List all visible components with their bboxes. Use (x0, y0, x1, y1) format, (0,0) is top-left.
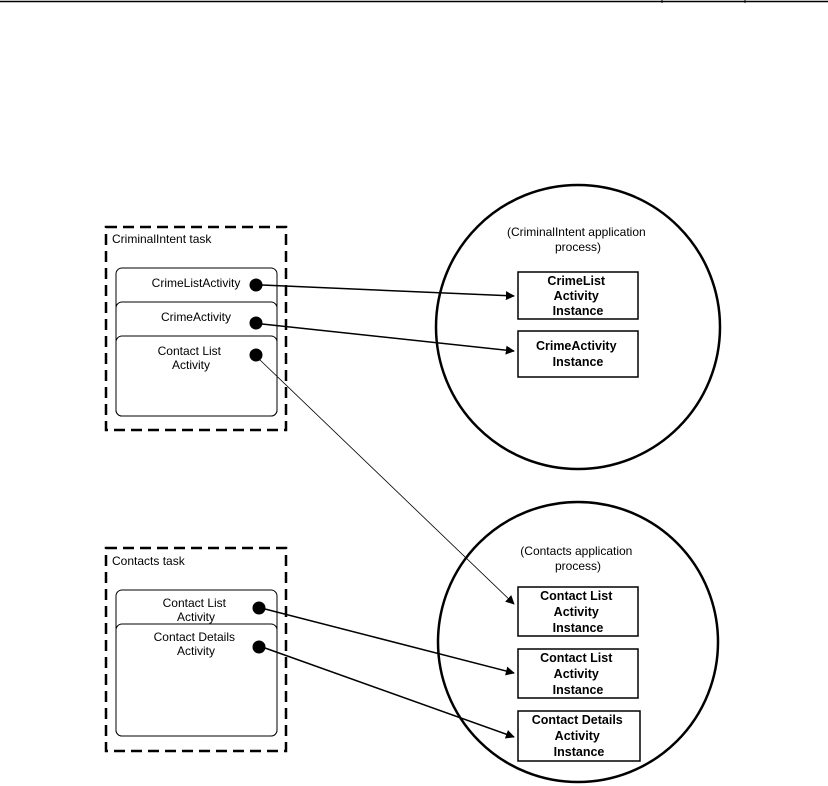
activity-connector-dot (252, 640, 266, 654)
task-contacts: Contacts task Contact List Activity Cont… (104, 546, 288, 753)
link-arrow (261, 323, 515, 355)
process-circle (436, 500, 720, 784)
instance-box (517, 271, 639, 320)
activity-connector-dot (249, 348, 263, 362)
link-arrow (261, 284, 515, 301)
link-arrow (259, 359, 515, 605)
link-arrows (259, 284, 515, 739)
instance-box (517, 330, 639, 378)
task-title: Contacts task (112, 554, 186, 568)
task-title: CriminalIntent task (112, 232, 212, 246)
link-arrow (264, 608, 515, 676)
activity-label: Contact List Activity (158, 344, 225, 372)
top-rule (0, 0, 828, 3)
activity-label: Contact Details Activity (154, 630, 239, 658)
activity-connector-dot (249, 278, 263, 292)
instance-label: CrimeList Activity Instance (547, 274, 608, 318)
instance-box (517, 710, 641, 762)
task-border (104, 546, 288, 753)
activity-label: CrimeActivity (161, 310, 231, 324)
process-circle (434, 183, 722, 471)
instance-label: Contact List Activity Instance (540, 589, 616, 635)
task-border (104, 225, 288, 432)
link-arrow (264, 647, 515, 739)
instance-box (517, 648, 639, 699)
activity-label: Contact List Activity (163, 596, 230, 624)
activity-connector-dot (252, 601, 266, 615)
activity-connector-dot (249, 316, 263, 330)
process-title: (Contacts application process) (520, 544, 635, 573)
process-contacts: (Contacts application process) Contact L… (436, 500, 720, 784)
activity-card (115, 623, 278, 737)
activity-label: CrimeListActivity (152, 276, 241, 290)
instance-label: Contact List Activity Instance (540, 651, 616, 697)
instance-label: CrimeActivity Instance (536, 339, 620, 369)
task-criminalintent: CriminalIntent task CrimeListActivity Cr… (104, 225, 288, 432)
process-criminalintent: (CriminalIntent application process) Cri… (434, 183, 722, 471)
instance-label: Contact Details Activity Instance (532, 713, 626, 759)
process-title: (CriminalIntent application process) (507, 225, 649, 254)
instance-box (517, 586, 639, 637)
